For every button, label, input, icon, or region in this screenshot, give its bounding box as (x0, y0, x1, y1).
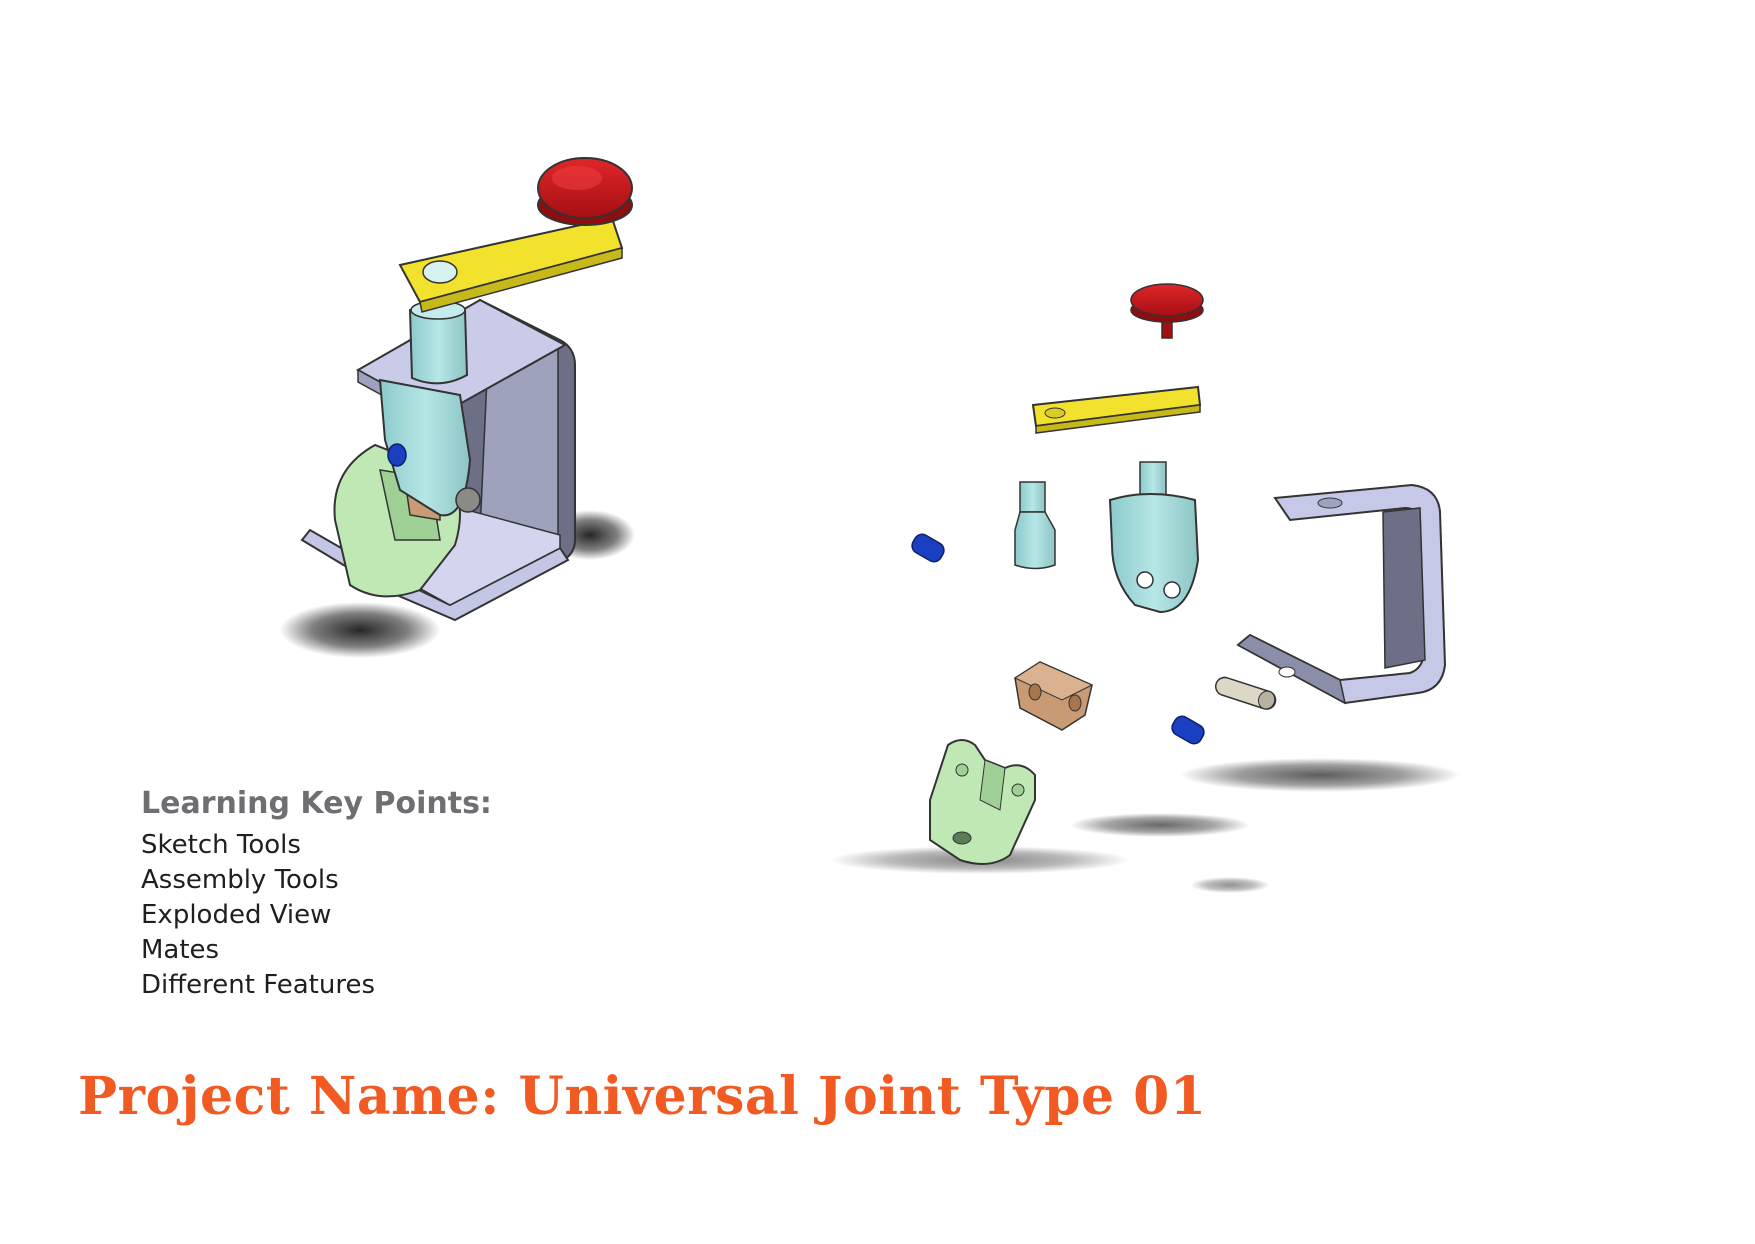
exploded-shaft (1014, 511, 1056, 570)
cross-block-hole-1 (1028, 683, 1042, 701)
exploded-knob (1130, 283, 1204, 317)
exploded-handle-hole (1044, 407, 1066, 419)
knob-highlight (552, 166, 602, 190)
assembled-universal-joint (280, 157, 635, 658)
exploded-bracket-foot-hole (1278, 666, 1296, 678)
cross-block-hole-2 (1068, 694, 1082, 712)
exploded-shaft-top (1019, 481, 1046, 513)
exploded-bracket-wall (1382, 507, 1426, 669)
project-title: Project Name: Universal Joint Type 01 (78, 1066, 1207, 1127)
exploded-screw-1 (911, 533, 945, 563)
key-point-item: Different Features (141, 970, 375, 1000)
exploded-screw-2 (1171, 715, 1205, 745)
lower-yoke-gap (979, 759, 1006, 811)
exploded-shadow-3 (1070, 813, 1250, 837)
crank-handle-edge (419, 247, 623, 313)
lower-yoke-hole-2 (1011, 783, 1025, 797)
learning-key-points-list: Sketch Tools Assembly Tools Exploded Vie… (141, 828, 492, 1003)
exploded-lower-yoke (929, 739, 1036, 865)
learning-key-points: Learning Key Points: Sketch Tools Assemb… (141, 786, 492, 1003)
exploded-pin (1214, 676, 1277, 710)
exploded-upper-yoke (1108, 493, 1200, 614)
exploded-shadow-2 (1180, 758, 1460, 792)
key-point-item: Assembly Tools (141, 865, 339, 895)
exploded-shadow-4 (1190, 877, 1270, 893)
set-screw (387, 443, 407, 467)
lower-yoke-bore (952, 831, 972, 845)
yoke-hole-2 (1163, 581, 1181, 599)
exploded-handle-edge (1035, 404, 1201, 434)
learning-key-points-heading: Learning Key Points: (141, 786, 492, 821)
yoke-pin (455, 487, 481, 513)
handle-hole (422, 260, 458, 284)
key-point-item: Mates (141, 935, 220, 965)
assembly-shadow (280, 602, 440, 658)
cross-block-top (1013, 661, 1094, 701)
lower-yoke-hole-1 (955, 763, 969, 777)
yoke-hole-1 (1136, 571, 1154, 589)
key-point-item: Exploded View (141, 900, 332, 930)
exploded-bracket-hole (1317, 497, 1343, 509)
key-point-item: Sketch Tools (141, 830, 301, 860)
shaft (408, 309, 469, 385)
exploded-universal-joint (830, 283, 1460, 893)
